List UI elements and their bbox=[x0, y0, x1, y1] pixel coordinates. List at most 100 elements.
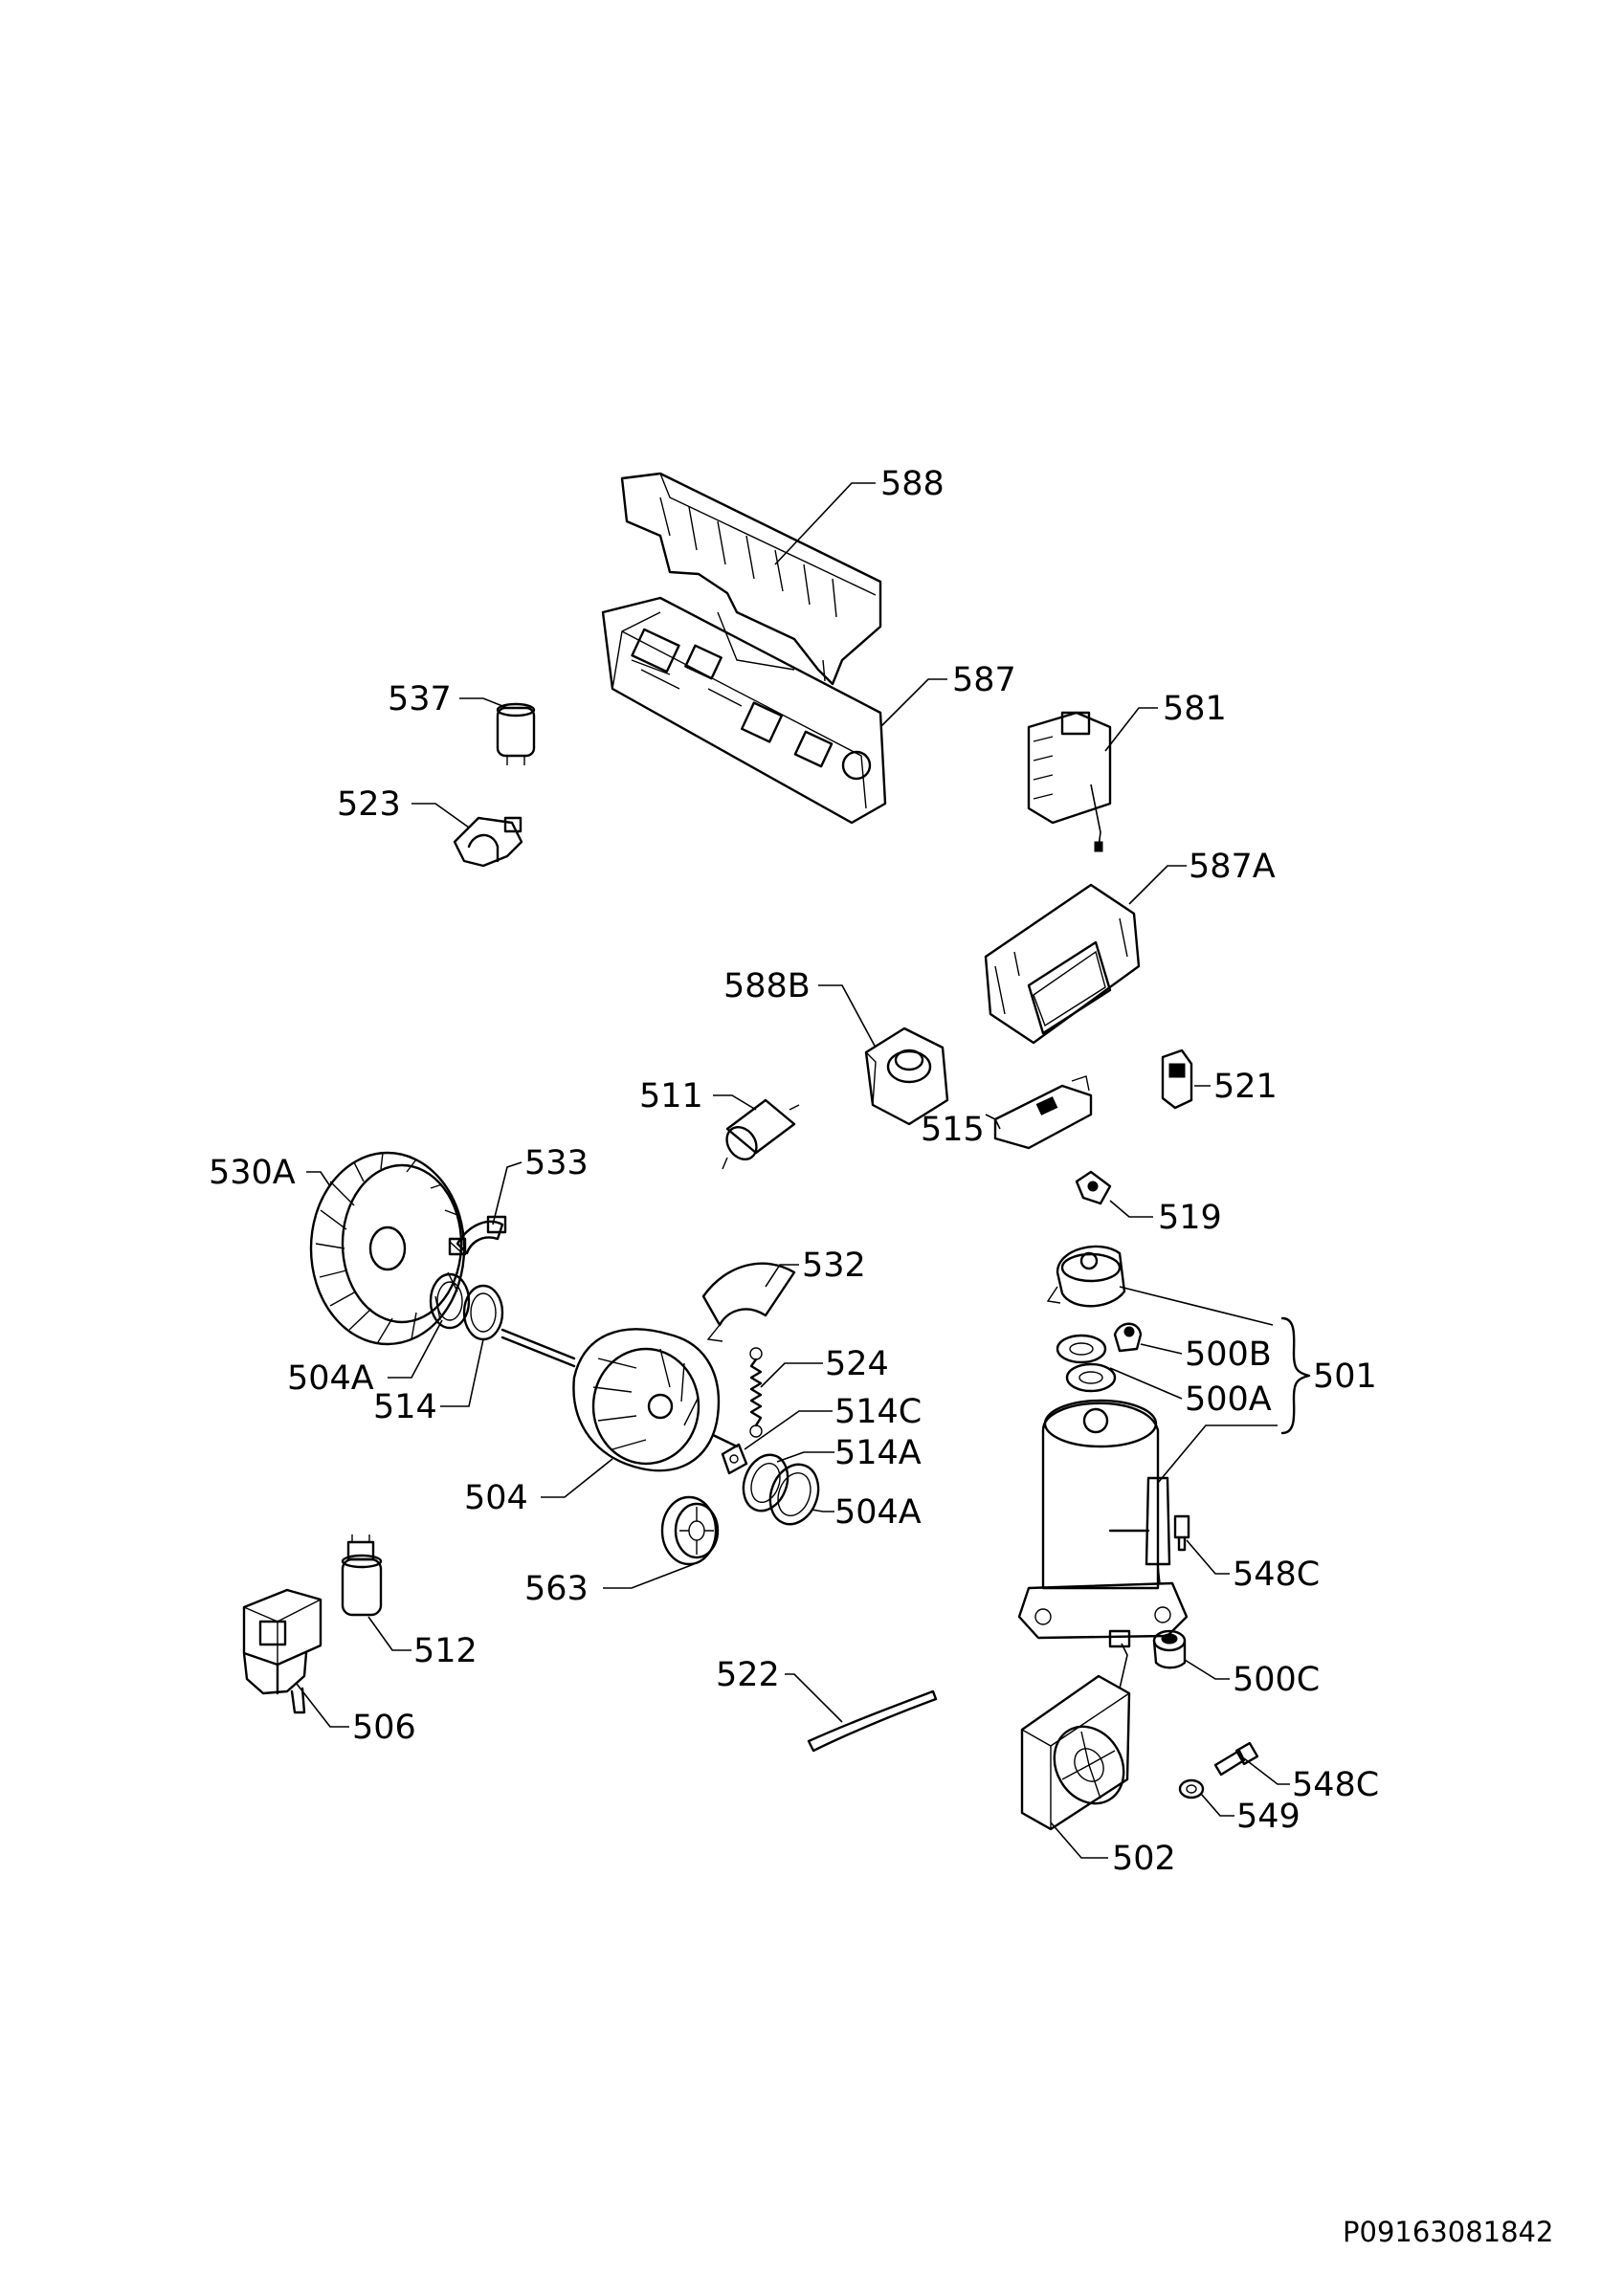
leader-588 bbox=[774, 482, 876, 565]
label-521: 521 bbox=[1213, 1068, 1278, 1106]
leader-537 bbox=[459, 697, 508, 709]
leader-587 bbox=[879, 678, 947, 728]
part-548C-connector-top bbox=[1173, 1514, 1190, 1552]
label-515: 515 bbox=[921, 1111, 985, 1149]
document-id: P09163081842 bbox=[1343, 2216, 1553, 2248]
part-504-motor bbox=[500, 1328, 739, 1472]
label-506: 506 bbox=[352, 1709, 416, 1747]
part-532-motor-bracket bbox=[701, 1262, 796, 1342]
label-500C: 500C bbox=[1233, 1661, 1320, 1699]
part-524-spring bbox=[749, 1347, 763, 1438]
label-537: 537 bbox=[388, 680, 452, 718]
part-500B-grommet bbox=[1113, 1322, 1143, 1353]
leader-533 bbox=[492, 1161, 522, 1225]
part-502-fan bbox=[1020, 1629, 1131, 1831]
label-514: 514 bbox=[373, 1388, 437, 1426]
part-514C-washer bbox=[721, 1443, 748, 1475]
part-514-bearing-ring bbox=[462, 1284, 504, 1341]
leader-514C bbox=[744, 1410, 833, 1450]
part-588-cover bbox=[620, 472, 882, 686]
part-504A-seal-left bbox=[429, 1272, 471, 1330]
brace-501 bbox=[1280, 1316, 1311, 1435]
leader-549 bbox=[1200, 1793, 1234, 1817]
part-533-bracket bbox=[448, 1215, 507, 1256]
leader-506 bbox=[296, 1683, 349, 1728]
part-548C-connector-bottom bbox=[1213, 1741, 1259, 1777]
label-588: 588 bbox=[880, 465, 945, 503]
leader-519 bbox=[1109, 1200, 1153, 1218]
label-523: 523 bbox=[337, 785, 401, 824]
part-537-capacitor bbox=[496, 702, 536, 765]
leader-502 bbox=[1050, 1821, 1108, 1859]
label-563: 563 bbox=[524, 1570, 589, 1608]
leader-523 bbox=[411, 803, 470, 828]
label-502: 502 bbox=[1112, 1840, 1176, 1878]
part-506-pump bbox=[242, 1588, 322, 1714]
part-501-compressor bbox=[1017, 1399, 1189, 1640]
part-581-inverter-board bbox=[1027, 711, 1112, 852]
leader-587A bbox=[1128, 865, 1187, 905]
label-514C: 514C bbox=[834, 1393, 922, 1431]
label-512: 512 bbox=[413, 1632, 478, 1670]
leader-504A-right bbox=[811, 1509, 834, 1512]
leader-512 bbox=[367, 1616, 411, 1651]
label-587A: 587A bbox=[1189, 848, 1276, 886]
label-530A: 530A bbox=[209, 1154, 296, 1192]
part-588B-knob-module bbox=[864, 1027, 949, 1126]
label-504A-left: 504A bbox=[287, 1359, 374, 1398]
leader-524 bbox=[760, 1362, 823, 1388]
leader-588B bbox=[818, 984, 877, 1049]
leader-511 bbox=[713, 1094, 757, 1111]
part-504A-seal-right bbox=[768, 1463, 820, 1526]
label-511: 511 bbox=[639, 1077, 703, 1115]
leader-581 bbox=[1104, 707, 1158, 752]
part-530A-blower-wheel bbox=[309, 1151, 466, 1346]
label-504A-right: 504A bbox=[834, 1493, 922, 1532]
leader-515 bbox=[985, 1114, 1001, 1130]
leader-548C-top bbox=[1186, 1539, 1230, 1575]
part-512-capacitor bbox=[341, 1534, 383, 1617]
leader-514 bbox=[440, 1338, 484, 1407]
label-532: 532 bbox=[802, 1247, 866, 1285]
label-514A: 514A bbox=[834, 1434, 922, 1472]
label-504: 504 bbox=[464, 1479, 528, 1517]
label-524: 524 bbox=[825, 1345, 889, 1383]
part-587-control-board bbox=[601, 596, 887, 825]
part-500-compressor-head bbox=[1046, 1245, 1126, 1308]
label-522: 522 bbox=[716, 1656, 780, 1694]
label-533: 533 bbox=[524, 1144, 589, 1182]
leader-522 bbox=[785, 1673, 843, 1723]
part-515-door-lock bbox=[993, 1075, 1093, 1150]
leader-504A-left bbox=[388, 1319, 443, 1379]
leader-504 bbox=[541, 1458, 613, 1498]
leader-500C bbox=[1184, 1659, 1230, 1680]
label-501: 501 bbox=[1313, 1358, 1377, 1396]
label-500A: 500A bbox=[1185, 1380, 1272, 1419]
leader-530A bbox=[306, 1171, 331, 1187]
label-548C-bottom: 548C bbox=[1292, 1766, 1379, 1804]
leader-500A bbox=[1109, 1367, 1183, 1400]
leader-500B bbox=[1140, 1343, 1183, 1355]
part-511-capacitor bbox=[722, 1098, 800, 1170]
part-523-clip bbox=[453, 816, 523, 868]
part-500C-grommet bbox=[1152, 1629, 1187, 1669]
leader-500-head bbox=[1119, 1286, 1274, 1326]
part-522-strip bbox=[807, 1689, 938, 1753]
leader-501-compressor bbox=[1157, 1424, 1278, 1484]
part-587A-display-board bbox=[984, 883, 1141, 1045]
label-500B: 500B bbox=[1185, 1336, 1272, 1374]
leader-563 bbox=[603, 1563, 695, 1589]
part-500A-gasket bbox=[1056, 1334, 1117, 1393]
label-519: 519 bbox=[1158, 1199, 1222, 1237]
label-581: 581 bbox=[1163, 690, 1227, 728]
label-548C-top: 548C bbox=[1233, 1556, 1320, 1594]
part-514A-bearing-ring bbox=[742, 1453, 789, 1512]
leader-514A bbox=[776, 1451, 834, 1463]
leader-548C-bottom bbox=[1243, 1757, 1290, 1785]
label-587: 587 bbox=[952, 661, 1016, 699]
part-563-pulley bbox=[660, 1495, 720, 1566]
leader-532 bbox=[765, 1264, 799, 1288]
label-588B: 588B bbox=[723, 967, 811, 1005]
part-519-sensor bbox=[1075, 1170, 1112, 1205]
